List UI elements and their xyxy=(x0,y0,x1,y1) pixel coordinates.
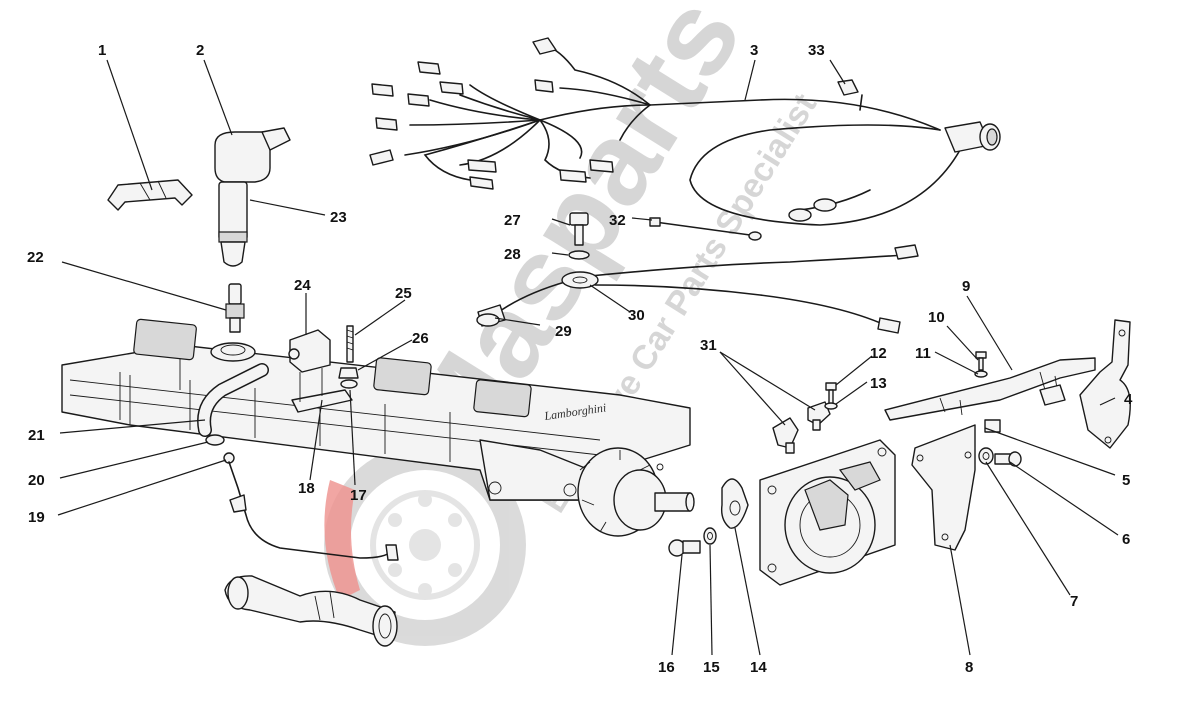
callout-19: 19 xyxy=(28,509,45,526)
part-6-bolt xyxy=(994,451,1022,467)
part-12-screw xyxy=(825,382,837,405)
part-8-plate xyxy=(911,424,976,551)
part-33-clip xyxy=(837,79,859,96)
part-21-hose xyxy=(197,363,269,437)
part-28-washer xyxy=(568,250,590,260)
callout-29: 29 xyxy=(555,323,572,340)
callout-8: 8 xyxy=(965,659,973,676)
part-14-gasket xyxy=(720,478,749,529)
camshaft-variator xyxy=(577,447,695,537)
callout-labels: 1 2 3 33 23 27 32 28 22 24 25 9 29 30 10… xyxy=(27,42,1133,676)
callout-6: 6 xyxy=(1122,531,1130,548)
part-7-washer xyxy=(978,447,994,465)
part-27-screw xyxy=(569,212,589,246)
callout-30: 30 xyxy=(628,307,645,324)
part-17-washer xyxy=(340,379,358,389)
callout-25: 25 xyxy=(395,285,412,302)
callout-10: 10 xyxy=(928,309,945,326)
callout-33: 33 xyxy=(808,42,825,59)
part-11-washer xyxy=(974,370,988,378)
callout-14: 14 xyxy=(750,659,767,676)
part-15-washer xyxy=(703,527,717,545)
callout-20: 20 xyxy=(28,472,45,489)
part-20-clamp xyxy=(205,434,225,446)
callout-1: 1 xyxy=(98,42,106,59)
callout-27: 27 xyxy=(504,212,521,229)
callout-11: 11 xyxy=(915,345,931,362)
callout-9: 9 xyxy=(962,278,970,295)
part-4-bracket xyxy=(1079,319,1131,449)
callout-26: 26 xyxy=(412,330,429,347)
callout-13: 13 xyxy=(870,375,887,392)
part-16-bolt xyxy=(668,539,701,557)
part-10-screw xyxy=(975,351,987,371)
part-3-wiring-harness xyxy=(369,37,1001,226)
callout-7: 7 xyxy=(1070,593,1078,610)
part-29-30-sensor-lead xyxy=(476,244,919,334)
callout-16: 16 xyxy=(658,659,675,676)
part-25-stud xyxy=(346,325,354,363)
part-31-camshaft-sensors xyxy=(772,401,831,454)
callout-21: 21 xyxy=(28,427,45,444)
part-19-sensor-line xyxy=(223,452,399,561)
part-22-spark-plug xyxy=(225,283,245,333)
leader-lines xyxy=(57,59,1119,656)
callout-28: 28 xyxy=(504,246,521,263)
callout-18: 18 xyxy=(298,480,315,497)
part-2-ignition-coil xyxy=(214,127,291,267)
callout-3: 3 xyxy=(750,42,758,59)
part-13-washer xyxy=(824,402,838,410)
callout-17: 17 xyxy=(350,487,367,504)
callout-24: 24 xyxy=(294,277,311,294)
exhaust-pipe xyxy=(224,575,398,647)
callout-12: 12 xyxy=(870,345,887,362)
callout-31: 31 xyxy=(700,337,717,354)
callout-32: 32 xyxy=(609,212,626,229)
callout-4: 4 xyxy=(1124,391,1133,408)
part-9-bracket xyxy=(884,357,1096,421)
callout-2: 2 xyxy=(196,42,204,59)
part-32-ground-lead xyxy=(649,217,762,241)
part-26-nut xyxy=(338,367,359,379)
part-1-clip xyxy=(107,179,193,211)
timing-cover xyxy=(759,439,896,586)
callout-23: 23 xyxy=(330,209,347,226)
callout-15: 15 xyxy=(703,659,720,676)
callout-22: 22 xyxy=(27,249,44,266)
watermark: Masparts Exclusive Car Parts Specialist xyxy=(324,0,824,646)
callout-5: 5 xyxy=(1122,472,1130,489)
